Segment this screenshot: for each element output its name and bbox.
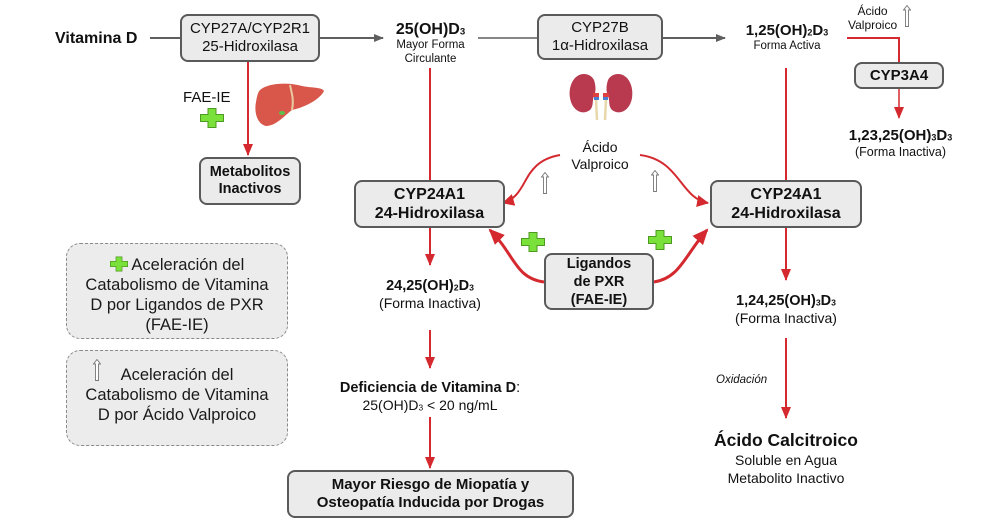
hollow-up-arrow-icon — [651, 170, 659, 192]
legend-pxr: Aceleración del Catabolismo de Vitamina … — [66, 243, 288, 339]
valproic-center-line1: Ácido — [582, 139, 618, 155]
metabolite-125oh2d3-desc: Forma Activa — [753, 40, 821, 52]
enzyme-cyp27b: CYP27B 1α-Hidroxilasa — [537, 14, 663, 60]
arrow-pxr-to-cyp24-right — [653, 228, 709, 284]
legend-pxr-line2: Catabolismo de Vitamina — [85, 276, 269, 294]
metabolite-2425-name: 24,25(OH)2D3 — [386, 278, 474, 294]
hollow-up-arrow-icon — [903, 5, 911, 27]
outcome-line2: Osteopatía Inducida por Drogas — [316, 494, 545, 511]
cyp24-right-name: CYP24A1 — [750, 185, 822, 203]
hollow-up-arrow-icon — [93, 359, 101, 381]
enzyme-cyp27a-name: CYP27A/CYP2R1 — [189, 20, 311, 37]
calcitroic-acid: Ácido Calcitroico Soluble en Agua Metabo… — [708, 430, 864, 487]
cyp24-left-activity: 24-Hidroxilasa — [374, 205, 485, 222]
enzyme-cyp3a4: CYP3A4 — [854, 62, 944, 89]
calcitroic-desc1: Soluble en Agua — [735, 452, 837, 468]
inactive-metabolites-box: Metabolitos Inactivos — [199, 157, 301, 205]
pxr-line3: (FAE-IE) — [570, 291, 628, 308]
green-plus-icon — [200, 108, 224, 128]
enzyme-cyp27b-name: CYP27B — [571, 19, 629, 36]
metabolite-12325-name: 1,23,25(OH)3D3 — [848, 127, 953, 144]
vitamin-d-label: Vitamina D — [55, 30, 138, 47]
deficiency-title: Deficiencia de Vitamina D: — [339, 380, 521, 396]
metabolite-12425-desc: (Forma Inactiva) — [735, 310, 837, 327]
green-plus-icon — [648, 230, 672, 250]
hollow-up-arrow-icon — [541, 172, 549, 194]
kidneys-icon — [569, 74, 633, 121]
metabolite-2425-desc: (Forma Inactiva) — [379, 295, 481, 312]
metabolite-25ohd3: 25(OH)D3 Mayor Forma Circulante — [383, 20, 478, 67]
calcitroic-desc2: Metabolito Inactivo — [727, 470, 845, 486]
deficiency-threshold: 25(OH)D3 < 20 ng/mL — [362, 397, 498, 414]
valproic-top-line1: Ácido — [857, 4, 888, 18]
enzyme-cyp27a-activity: 25-Hidroxilasa — [202, 38, 298, 55]
calcitroic-name: Ácido Calcitroico — [714, 430, 858, 450]
legend-valproic-line1: Aceleración del — [67, 359, 287, 385]
metabolite-12325-desc: (Forma Inactiva) — [855, 145, 946, 159]
pxr-ligands-box: Ligandos de PXR (FAE-IE) — [544, 253, 654, 310]
outcome-box: Mayor Riesgo de Miopatía y Osteopatía In… — [287, 470, 574, 518]
metabolite-25ohd3-desc1: Mayor Forma — [396, 39, 465, 52]
outcome-line1: Mayor Riesgo de Miopatía y — [331, 476, 530, 493]
cyp24-left-name: CYP24A1 — [393, 185, 466, 203]
liver-icon — [255, 83, 324, 126]
metabolite-25ohd3-desc2: Circulante — [404, 52, 457, 65]
enzyme-cyp24a1-right: CYP24A1 24-Hidroxilasa — [710, 180, 862, 228]
legend-valproic: Aceleración del Catabolismo de Vitamina … — [66, 350, 288, 446]
metabolite-25ohd3-name: 25(OH)D3 — [395, 21, 466, 38]
metabolite-12325oh3d3: 1,23,25(OH)3D3 (Forma Inactiva) — [838, 127, 963, 160]
inactive-metabolites-line1: Metabolitos — [209, 163, 291, 180]
fae-ie-label: FAE-IE — [183, 89, 231, 106]
pxr-line1: Ligandos — [566, 255, 632, 272]
arrow-pxr-to-cyp24-left — [488, 228, 545, 284]
deficiency-text: Deficiencia de Vitamina D: 25(OH)D3 < 20… — [320, 380, 540, 414]
green-plus-icon — [109, 256, 128, 272]
legend-pxr-line4: (FAE-IE) — [145, 316, 209, 334]
metabolite-12425-name: 1,24,25(OH)3D3 — [736, 293, 836, 309]
valproic-top-label: Ácido Valproico — [848, 4, 897, 32]
valproic-top-line2: Valproico — [848, 18, 898, 32]
oxidation-label: Oxidación — [716, 374, 768, 386]
metabolite-125oh2d3: 1,25(OH)2D3 Forma Activa — [728, 22, 846, 54]
valproic-center-label: Ácido Valproico — [565, 139, 635, 173]
legend-valproic-line2: Catabolismo de Vitamina — [85, 386, 269, 404]
enzyme-cyp27b-activity: 1α-Hidroxilasa — [551, 37, 649, 54]
enzyme-cyp24a1-left: CYP24A1 24-Hidroxilasa — [354, 180, 505, 228]
legend-valproic-line3: D por Ácido Valproico — [97, 406, 257, 424]
metabolite-125oh2d3-name: 1,25(OH)2D3 — [745, 22, 829, 39]
metabolite-2425oh2d3: 24,25(OH)2D3 (Forma Inactiva) — [370, 278, 490, 312]
enzyme-cyp27a-cyp2r1: CYP27A/CYP2R1 25-Hidroxilasa — [180, 14, 320, 62]
pxr-line2: de PXR — [573, 273, 625, 290]
arrow-valproic-to-cyp24-left — [502, 154, 561, 206]
arrow-valproic-to-cyp24-right — [639, 154, 709, 207]
valproic-center-line2: Valproico — [571, 156, 629, 172]
legend-pxr-line1: Aceleración del — [67, 255, 287, 275]
metabolite-12425oh3d3: 1,24,25(OH)3D3 (Forma Inactiva) — [724, 293, 848, 327]
cyp24-right-activity: 24-Hidroxilasa — [731, 205, 841, 222]
green-plus-icon — [521, 232, 545, 252]
line-125oh2d3-to-cyp3a4 — [847, 37, 900, 62]
legend-pxr-line3: D por Ligandos de PXR — [90, 296, 264, 314]
inactive-metabolites-line2: Inactivos — [218, 181, 282, 197]
